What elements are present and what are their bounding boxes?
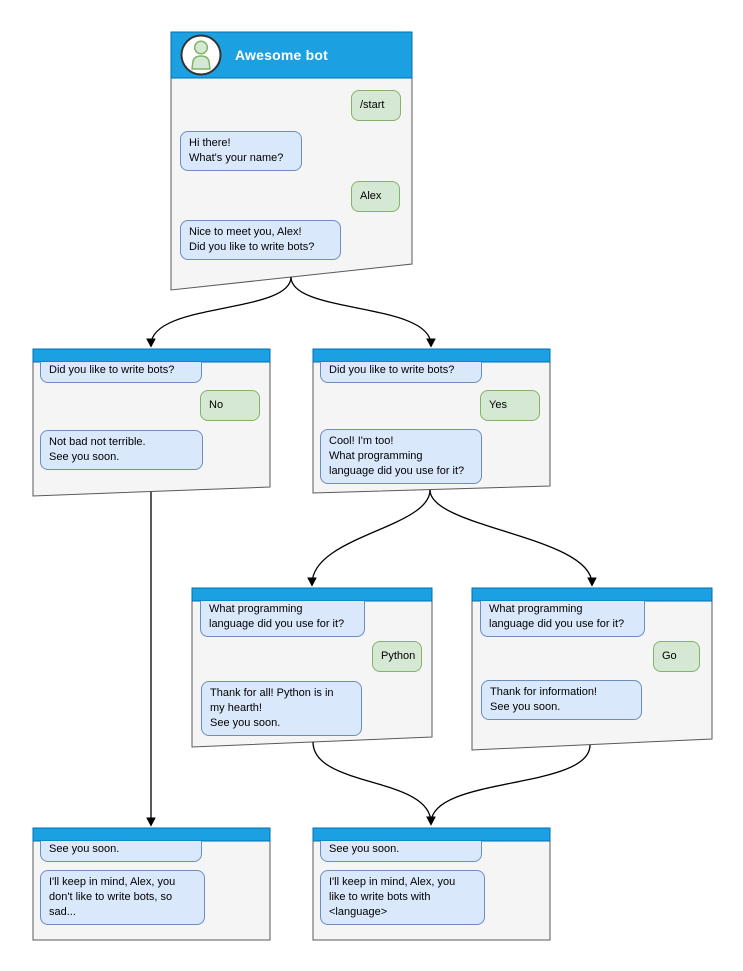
arrow-python-to-end — [312, 741, 431, 823]
chat-window-branch-no: Did you like to write bots? No Not bad n… — [33, 349, 270, 497]
user-message-bubble: Yes — [480, 390, 540, 421]
bot-message-bubble: Thank for all! Python is in my hearth! S… — [201, 681, 362, 736]
bot-message-bubble: I'll keep in mind, Alex, you like to wri… — [320, 870, 485, 925]
chat-window-branch-yes: Did you like to write bots? Yes Cool! I'… — [313, 349, 550, 497]
bot-message-bubble: What programming language did you use fo… — [200, 601, 365, 637]
bot-message-bubble: Did you like to write bots? — [320, 362, 482, 383]
chat-window-main: Awesome bot /start Hi there! What's your… — [171, 32, 412, 290]
bot-message-bubble: Thank for information! See you soon. — [481, 680, 642, 720]
bot-message-bubble: Not bad not terrible. See you soon. — [40, 430, 203, 470]
arrow-yes-to-go — [429, 489, 592, 584]
bot-message-bubble: See you soon. — [320, 841, 482, 862]
arrow-go-to-end — [431, 744, 591, 823]
chat-window-end-no: See you soon. I'll keep in mind, Alex, y… — [33, 828, 270, 940]
user-message-bubble: No — [200, 390, 260, 421]
avatar-circle — [180, 34, 222, 76]
person-avatar-icon — [191, 40, 211, 70]
arrow-main-to-yes — [290, 276, 431, 345]
bot-message-bubble: Did you like to write bots? — [40, 362, 202, 383]
bot-message-bubble: Hi there! What's your name? — [180, 131, 302, 171]
bot-message-bubble: Nice to meet you, Alex! Did you like to … — [180, 220, 341, 260]
bot-message-bubble: I'll keep in mind, Alex, you don't like … — [40, 870, 205, 925]
user-message-bubble: Go — [653, 641, 700, 672]
chat-window-python: What programming language did you use fo… — [192, 588, 432, 747]
arrow-main-to-no — [151, 276, 292, 345]
bot-name-title: Awesome bot — [235, 47, 328, 63]
chat-window-end-yes: See you soon. I'll keep in mind, Alex, y… — [313, 828, 550, 940]
bot-message-bubble: Cool! I'm too! What programming language… — [320, 429, 482, 484]
bot-message-bubble: What programming language did you use fo… — [480, 601, 645, 637]
user-message-bubble: /start — [351, 90, 401, 121]
user-message-bubble: Python — [372, 641, 422, 672]
chat-window-go: What programming language did you use fo… — [472, 588, 712, 750]
user-message-bubble: Alex — [351, 181, 400, 212]
arrow-yes-to-python — [312, 489, 431, 584]
bot-message-bubble: See you soon. — [40, 841, 202, 862]
